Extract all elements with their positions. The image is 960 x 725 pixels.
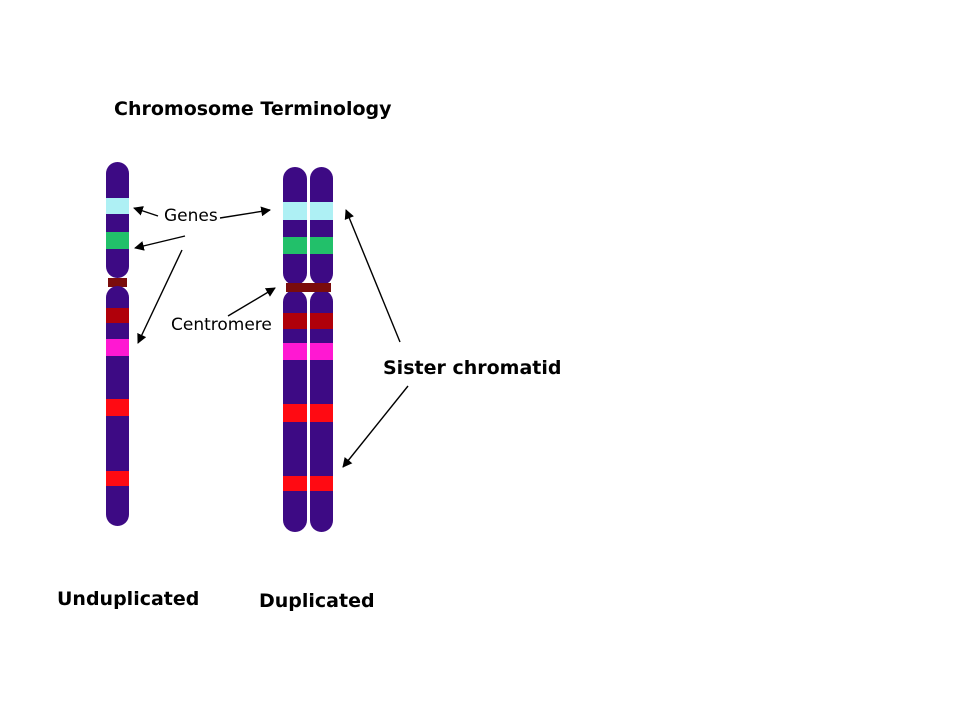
sister-chromatid-arrow-down — [342, 385, 409, 468]
band-dark-red — [310, 313, 333, 329]
band-magenta — [310, 343, 333, 360]
genes-label: Genes — [164, 206, 218, 226]
band-magenta — [106, 339, 129, 356]
band-red — [310, 476, 333, 491]
band-dark-red — [106, 308, 129, 323]
genes-arrow-to-green — [134, 235, 186, 251]
diagram-title: Chromosome Terminology — [114, 98, 392, 120]
sister-chromatid-label: Sister chromatid — [383, 357, 562, 379]
gene-band-green — [106, 232, 129, 249]
gene-band-cyan — [283, 202, 307, 220]
band-red — [283, 404, 307, 422]
centromere-band — [286, 283, 331, 292]
band-red — [310, 404, 333, 422]
genes-arrow-to-duplicated — [219, 206, 271, 219]
unduplicated-chromosome — [106, 162, 129, 526]
band-dark-red — [283, 313, 307, 329]
centromere-label: Centromere — [171, 315, 272, 335]
duplicated-chromosome — [283, 167, 333, 532]
gene-band-cyan — [310, 202, 333, 220]
genes-arrow-to-magenta — [137, 249, 183, 344]
centromere-band — [108, 278, 127, 287]
chromosome-short-arm — [106, 162, 129, 278]
band-red — [106, 471, 129, 486]
genes-arrow-to-cyan — [133, 206, 159, 217]
sister-chromatid-arrow-up — [344, 209, 401, 343]
band-magenta — [283, 343, 307, 360]
gene-band-green — [283, 237, 307, 254]
chromatid-short-arm — [310, 167, 333, 285]
unduplicated-label: Unduplicated — [57, 588, 200, 610]
duplicated-label: Duplicated — [259, 590, 375, 612]
gene-band-green — [310, 237, 333, 254]
centromere-arrow — [227, 287, 276, 317]
chromatid-short-arm — [283, 167, 307, 285]
gene-band-cyan — [106, 198, 129, 214]
band-red — [106, 399, 129, 416]
band-red — [283, 476, 307, 491]
